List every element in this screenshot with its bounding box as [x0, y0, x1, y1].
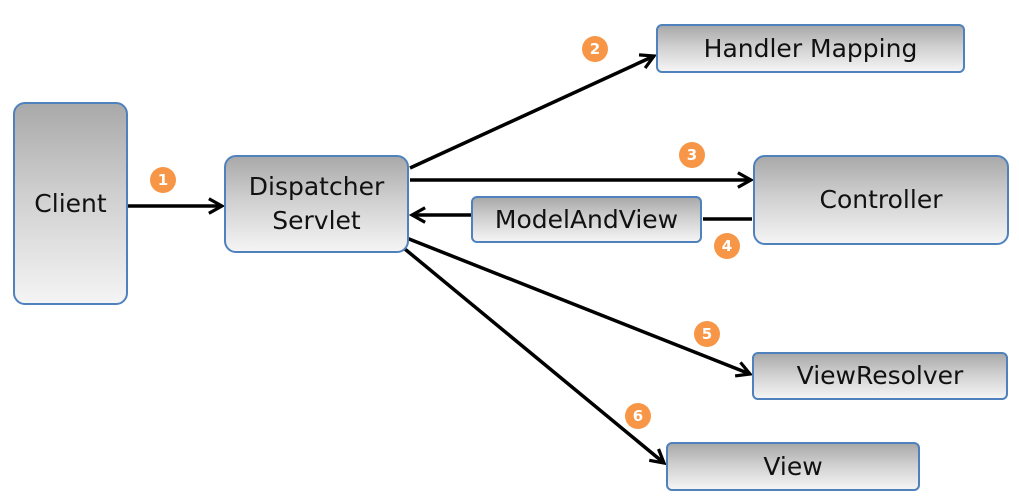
model-and-view-label: ModelAndView: [494, 204, 679, 234]
client-label: Client: [34, 188, 107, 218]
controller-node: Controller: [753, 155, 1009, 245]
view-node: View: [666, 442, 920, 491]
step-badge-6: 6: [625, 403, 651, 429]
dispatcher-label-line2: Servlet: [272, 206, 361, 235]
model-and-view-node: ModelAndView: [471, 196, 702, 243]
arrow-dispatcher-to-view: [398, 243, 664, 463]
arrow-dispatcher-to-viewresolver: [403, 235, 750, 374]
handler-mapping-label: Handler Mapping: [703, 33, 918, 63]
dispatcher-label-line1: Dispatcher: [248, 172, 385, 201]
handler-mapping-node: Handler Mapping: [656, 24, 965, 73]
step-badge-4: 4: [714, 233, 740, 259]
dispatcher-servlet-node: Dispatcher Servlet: [224, 155, 409, 253]
client-node: Client: [13, 102, 128, 305]
view-resolver-label: ViewResolver: [796, 361, 964, 390]
step-badge-2: 2: [582, 36, 608, 62]
view-resolver-node: ViewResolver: [752, 352, 1008, 400]
arrow-dispatcher-to-handler-mapping: [409, 56, 654, 170]
step-badge-1: 1: [150, 167, 176, 193]
step-badge-3: 3: [679, 142, 705, 168]
step-badge-5: 5: [694, 321, 720, 347]
controller-label: Controller: [819, 185, 943, 214]
view-label: View: [763, 451, 823, 481]
